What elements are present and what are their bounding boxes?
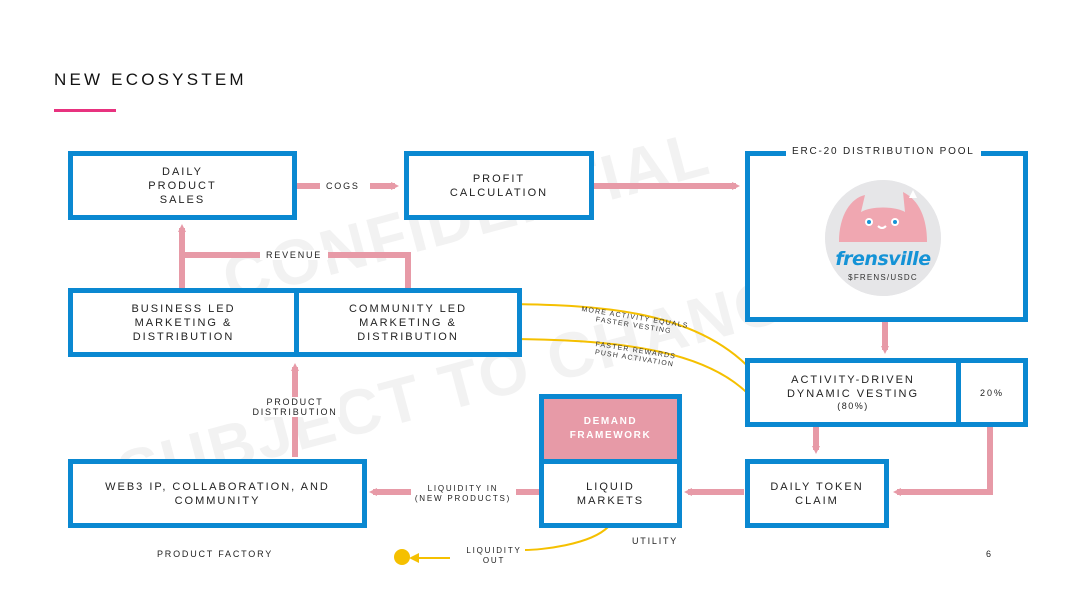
business-led-box: BUSINESS LED MARKETING & DISTRIBUTION <box>68 288 299 357</box>
demand-framework-label: DEMAND FRAMEWORK <box>569 416 652 441</box>
business-led-label: BUSINESS LED MARKETING & DISTRIBUTION <box>131 302 236 343</box>
frensville-logo: frensville $FRENS/USDC <box>825 180 941 296</box>
activity-vesting-percent: (80%) <box>837 401 869 411</box>
frensville-wordmark: frensville <box>835 248 931 270</box>
liquidity-out-curve <box>524 526 609 551</box>
page-number: 6 <box>986 549 992 559</box>
daily-product-sales-box: DAILY PRODUCT SALES <box>68 151 297 220</box>
title-underline <box>54 109 116 112</box>
liquidity-in-label: LIQUIDITY IN (NEW PRODUCTS) <box>414 484 512 503</box>
activity-vesting-label: ACTIVITY-DRIVEN DYNAMIC VESTING <box>786 374 920 400</box>
daily-product-sales-label: DAILY PRODUCT SALES <box>148 165 217 206</box>
liquid-markets-label: LIQUID MARKETS <box>576 480 645 507</box>
demand-framework-box: DEMAND FRAMEWORK <box>539 394 682 464</box>
pool-pair-label: $FRENS/USDC <box>848 273 918 282</box>
erc20-pool-title: ERC-20 DISTRIBUTION POOL <box>786 146 981 157</box>
twenty-percent-label: 20% <box>979 387 1004 398</box>
profit-calculation-label: PROFIT CALCULATION <box>449 172 549 199</box>
community-led-label: COMMUNITY LED MARKETING & DISTRIBUTION <box>348 302 468 343</box>
twenty-pct-to-claim-arrow <box>893 427 993 496</box>
page-title: NEW ECOSYSTEM <box>54 70 247 89</box>
cat-mascot-icon <box>825 180 941 296</box>
daily-token-claim-label: DAILY TOKEN CLAIM <box>770 480 864 507</box>
daily-token-claim-box: DAILY TOKEN CLAIM <box>745 459 889 528</box>
liquidity-out-label: LIQUIDITY OUT <box>466 546 522 565</box>
web3-ip-label: WEB3 IP, COLLABORATION, AND COMMUNITY <box>105 480 330 507</box>
product-factory-label: PRODUCT FACTORY <box>157 549 274 559</box>
product-distribution-label: PRODUCT DISTRIBUTION <box>250 397 340 417</box>
profit-calculation-box: PROFIT CALCULATION <box>404 151 594 220</box>
community-led-box: COMMUNITY LED MARKETING & DISTRIBUTION <box>294 288 522 357</box>
activity-vesting-box: ACTIVITY-DRIVEN DYNAMIC VESTING (80%) <box>745 358 961 427</box>
cogs-label: COGS <box>326 181 360 191</box>
utility-label: UTILITY <box>632 536 679 546</box>
liquidity-out-dot <box>394 549 410 565</box>
twenty-percent-box: 20% <box>956 358 1028 427</box>
web3-ip-box: WEB3 IP, COLLABORATION, AND COMMUNITY <box>68 459 367 528</box>
revenue-label: REVENUE <box>260 250 329 260</box>
liquid-markets-box: LIQUID MARKETS <box>539 459 682 528</box>
